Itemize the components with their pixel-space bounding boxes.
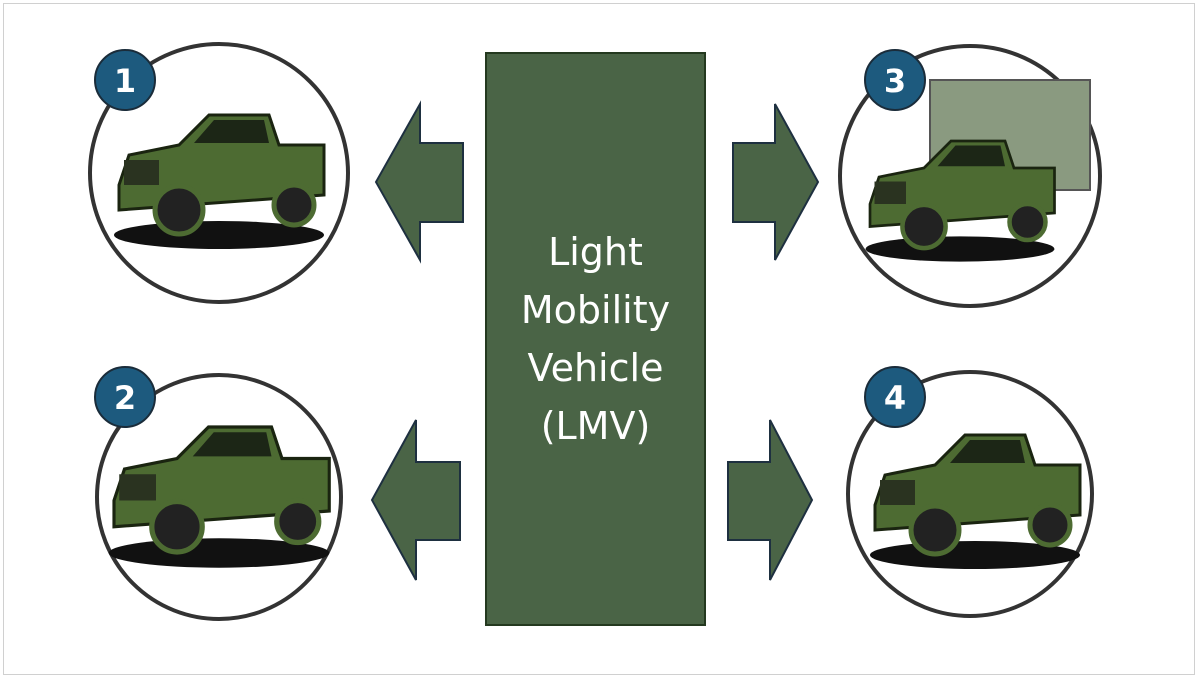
title-line: Mobility [520,288,671,332]
center-box [485,52,706,626]
badge-4: 4 [864,366,926,428]
badge-3: 3 [864,49,926,111]
title-line: Vehicle [527,346,664,390]
title-line: Light [548,230,643,274]
slide-frame [3,3,1195,675]
vehicle-circle-2 [95,373,343,621]
svg-text:3: 3 [884,62,906,100]
svg-text:1: 1 [114,62,136,100]
arrow-left-bottom [370,419,461,581]
arrow-right-bottom [727,419,814,581]
badge-2: 2 [94,366,156,428]
vehicle-circle-3 [838,44,1102,308]
vehicle-circle-1 [88,42,350,304]
center-title: Light Mobility Vehicle (LMV) [486,53,705,625]
badge-1: 1 [94,49,156,111]
arrow-left-top [374,100,464,264]
arrow-right-top [732,103,820,261]
vehicle-circle-4 [846,370,1094,618]
svg-text:4: 4 [884,379,906,417]
svg-text:2: 2 [114,379,136,417]
title-line: (LMV) [540,404,651,448]
